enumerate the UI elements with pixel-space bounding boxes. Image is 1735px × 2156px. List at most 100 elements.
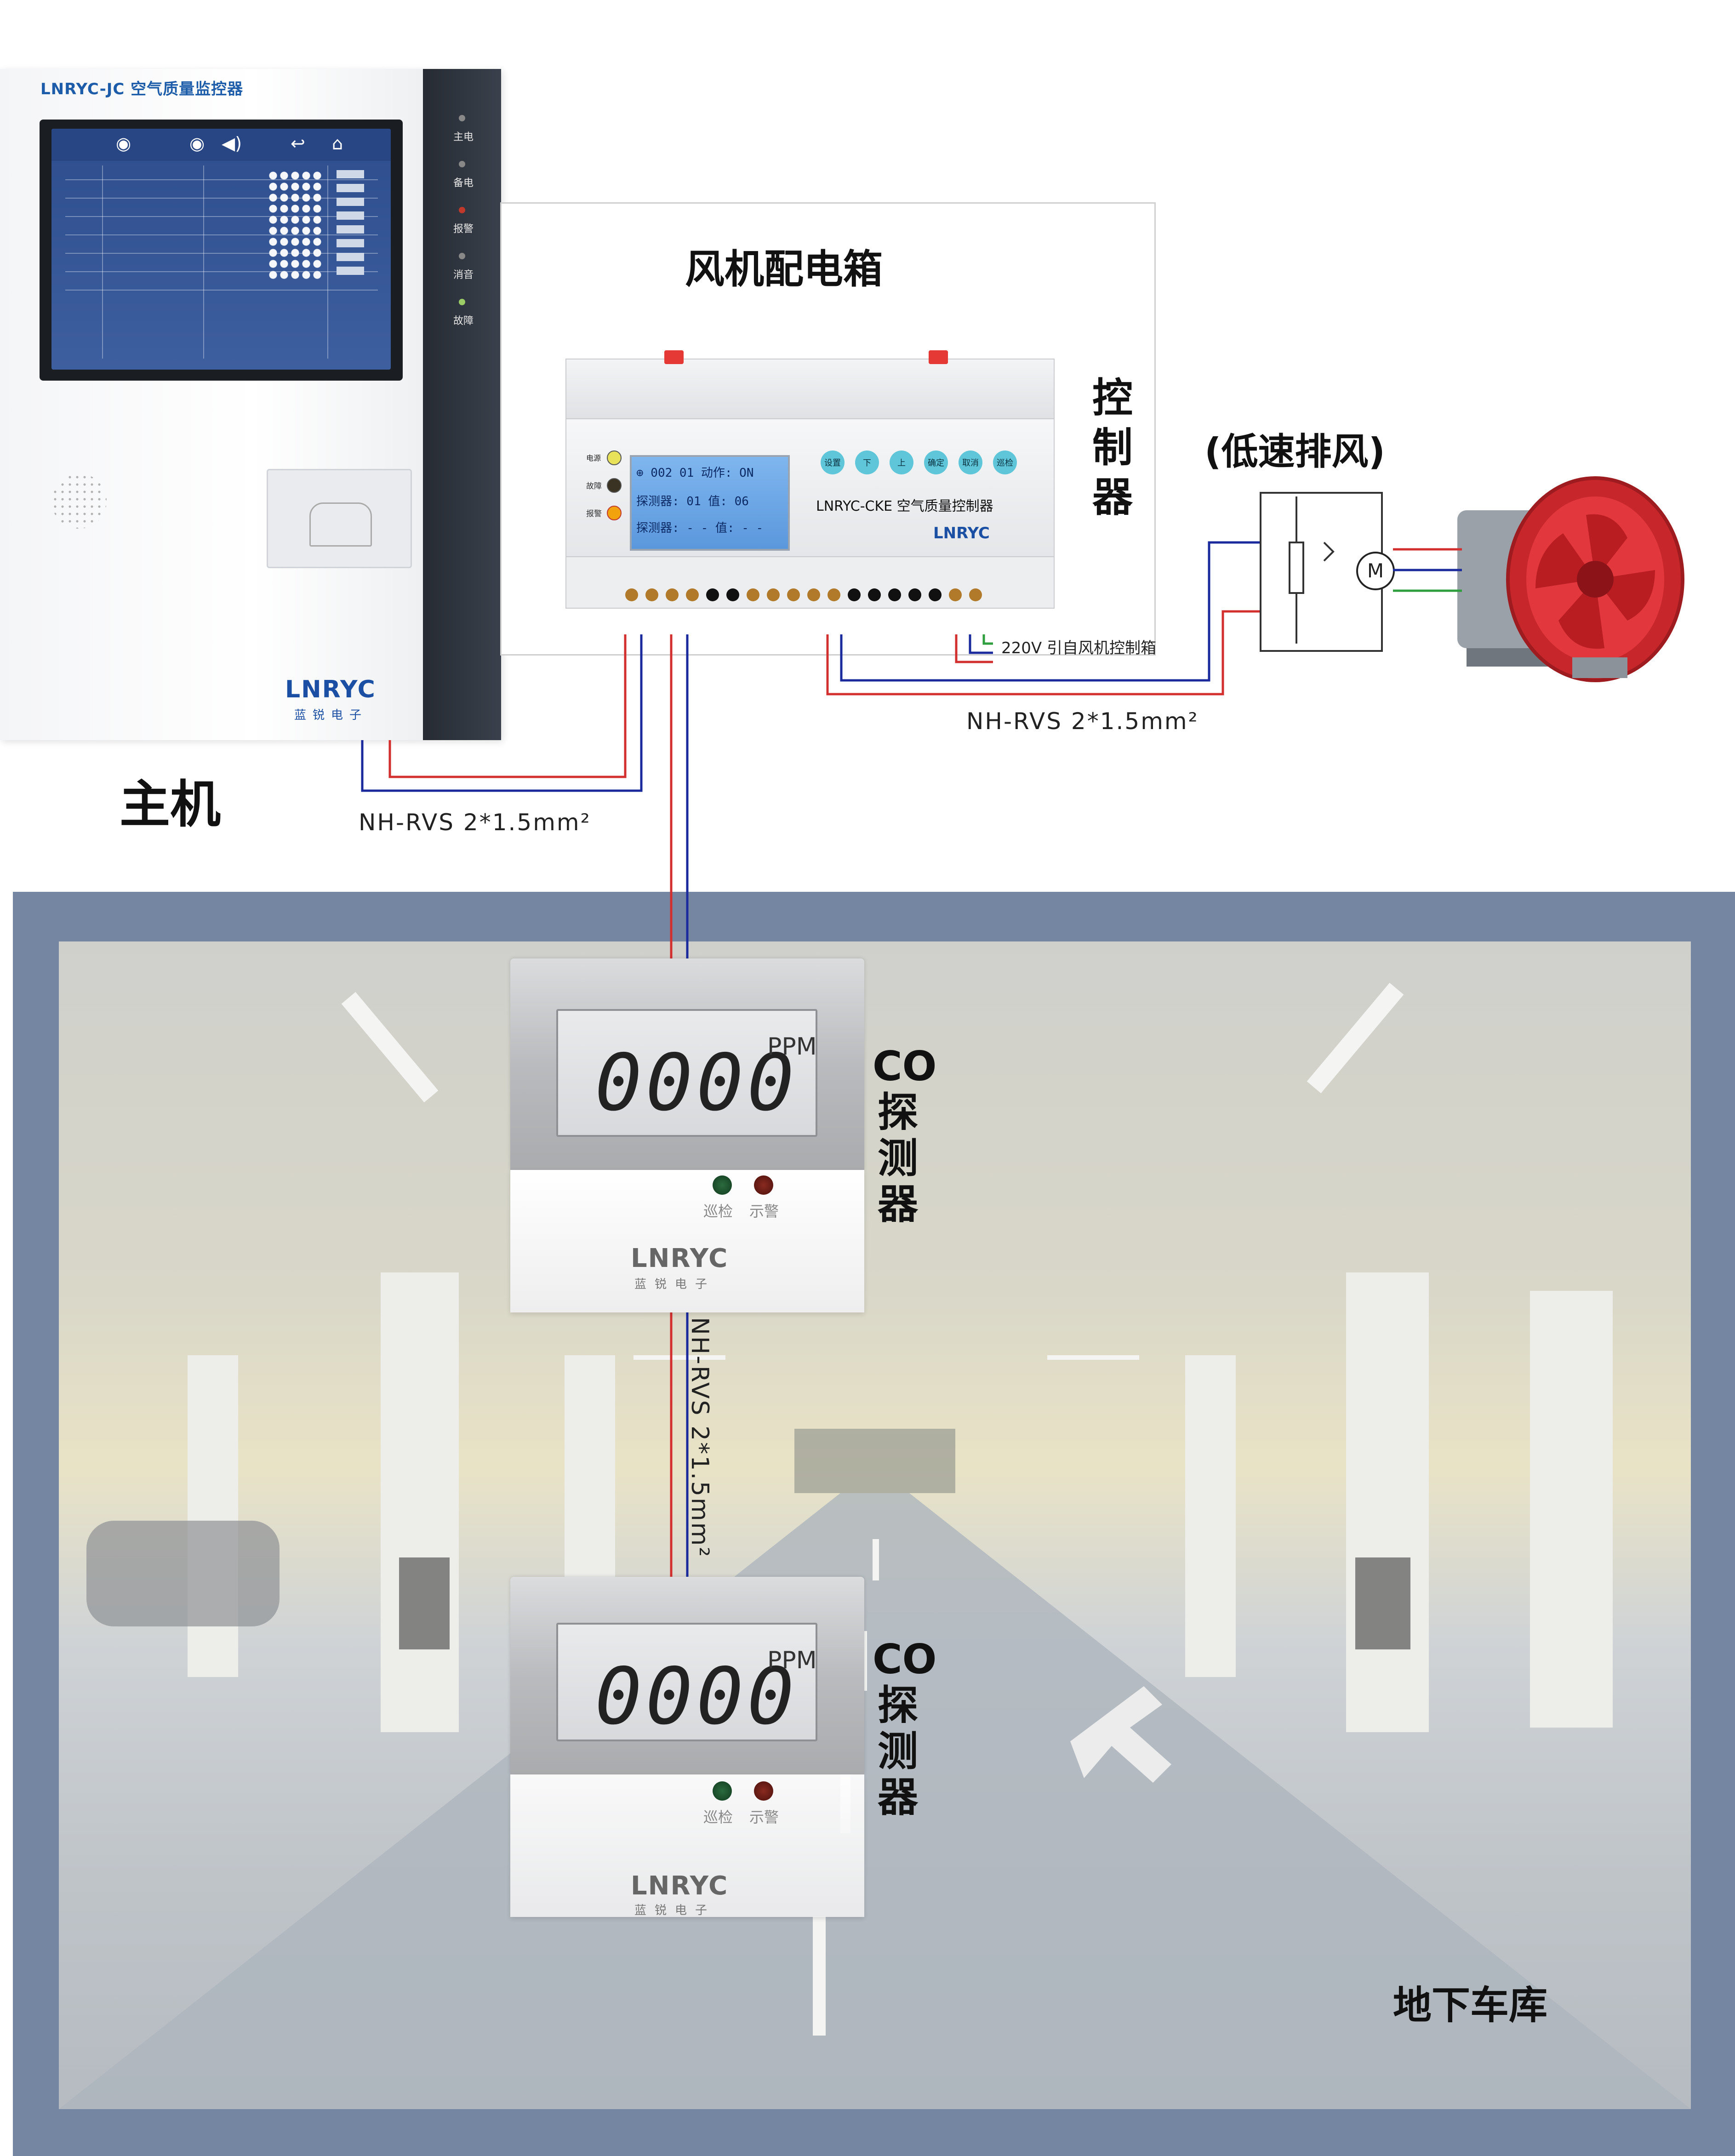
table-divider [102,165,103,359]
co-detector-label: CO探测器 [873,1636,937,1821]
host-touch-screen[interactable]: ◉ ◉ ◀) ↩ ⌂ [51,129,391,370]
lane-dash [873,1539,879,1580]
warning-led-label: 示警 [749,1203,779,1220]
detector-unit: PPM [767,1647,817,1674]
up-button[interactable]: 上 [890,451,913,474]
fan-hub [1577,561,1614,598]
detector-lcd: 0000 PPM [556,1009,817,1137]
power-led [607,451,622,465]
detector-reading: 0000 [595,1038,798,1129]
ceiling-light [341,992,439,1103]
pillar [381,1272,459,1732]
status-led-label: 电源 [586,454,601,462]
wire-host-red [388,634,627,778]
garage-title: 地下车库 [1393,1983,1548,2028]
terminal-screw [807,588,820,601]
forward-icon: ◉ [189,133,205,154]
terminal-block [625,588,1039,607]
relay-contact [1323,542,1335,562]
home-icon: ⌂ [332,133,343,154]
detector-reading: 0000 [595,1651,798,1742]
ceiling-light [1307,982,1404,1094]
detector-lower-housing [510,1774,864,1917]
pillar [1530,1291,1613,1728]
ceiling-lights [341,982,1404,1360]
host-led-mute [459,253,465,259]
terminal-screw [908,588,921,601]
parked-car [86,1521,280,1626]
terminal-screw [868,588,881,601]
settings-button[interactable]: 设置 [821,451,845,474]
wire-power-blue [969,634,993,654]
terminal-screw [686,588,699,601]
detector-lcd: 0000 PPM [556,1623,817,1742]
terminal-screw [787,588,800,601]
detector-logo: LNRYC [631,1871,729,1901]
tunnel-end [794,1429,955,1493]
wire-fan-red [826,610,1260,696]
table-row [65,234,378,235]
co-detector-2: 0000 PPM 巡检 示警 LNRYC 蓝锐电子 [510,1577,864,1931]
host-led-alarm [459,207,465,213]
cancel-button[interactable]: 取消 [959,451,982,474]
warning-led [754,1175,773,1195]
terminal-screw [625,588,638,601]
host-cabinet: 主电 备电 报警 消音 故障 LNRYC-JC 空气质量监控器 ◉ ◉ ◀) ↩… [0,69,501,740]
host-logo: LNRYC [285,676,376,703]
ceiling-light [634,1355,725,1360]
co-detector-label: CO探测器 [873,1043,937,1228]
patrol-button[interactable]: 巡检 [993,451,1017,474]
return-icon: ↩ [291,133,305,154]
terminal-screw [706,588,719,601]
motor-symbol: M [1356,552,1395,590]
host-led-label: 报警 [453,223,474,235]
road-surface [59,1493,1691,2109]
host-led-label: 主电 [453,131,474,143]
terminal-screw [666,588,679,601]
host-led-fault [459,299,465,305]
status-led-label: 故障 [586,482,602,491]
terminal-screw [848,588,861,601]
terminal-screw [726,588,739,601]
host-led-main [459,115,465,121]
detector-unit: PPM [767,1033,817,1061]
cable-label-fan: NH-RVS 2*1.5mm² [966,708,1199,735]
pillar-stripe [1355,1557,1410,1649]
relay-coil [1289,542,1304,594]
lcd-line: 探测器: - - 值: - - [636,521,764,535]
cable-label-host: NH-RVS 2*1.5mm² [359,809,591,836]
host-model-label: LNRYC-JC 空气质量监控器 [40,80,244,98]
table-row [65,290,378,291]
table-row [65,216,378,217]
host-led-label: 备电 [453,177,474,189]
status-button-column [337,170,364,280]
power-source-label: 220V 引自风机控制箱 [1001,639,1156,657]
confirm-button[interactable]: 确定 [924,451,948,474]
volume-icon: ◀) [222,133,242,154]
terminal-screw [828,588,840,601]
pillar-stripe [399,1557,450,1649]
wire-host-blue [361,634,643,792]
status-led-label: 报警 [586,509,602,519]
host-led-backup [459,161,465,167]
lcd-line: ⊕ 002 01 动作: ON [636,466,754,480]
terminal-screw [969,588,982,601]
road-arrow [1070,1686,1171,1783]
table-divider [327,165,328,359]
wire-fan-blue [840,541,1260,682]
warning-led [754,1781,773,1801]
wire-power-red [955,634,993,663]
down-button[interactable]: 下 [855,451,879,474]
terminal-screw [747,588,759,601]
speaker-grille [51,473,107,529]
lcd-line: 探测器: 01 值: 06 [636,495,749,508]
cable-label-detector-link: NH-RVS 2*1.5mm² [686,1317,713,1558]
fan-box-title: 风机配电箱 [685,246,883,292]
fan-title: (低速排风) [1204,430,1386,473]
printer-slot [309,502,372,547]
fan-stand [1572,657,1627,678]
pillar [1346,1272,1429,1732]
patrol-led [713,1781,732,1801]
axial-fan-image [1457,476,1684,682]
table-row [65,198,378,199]
